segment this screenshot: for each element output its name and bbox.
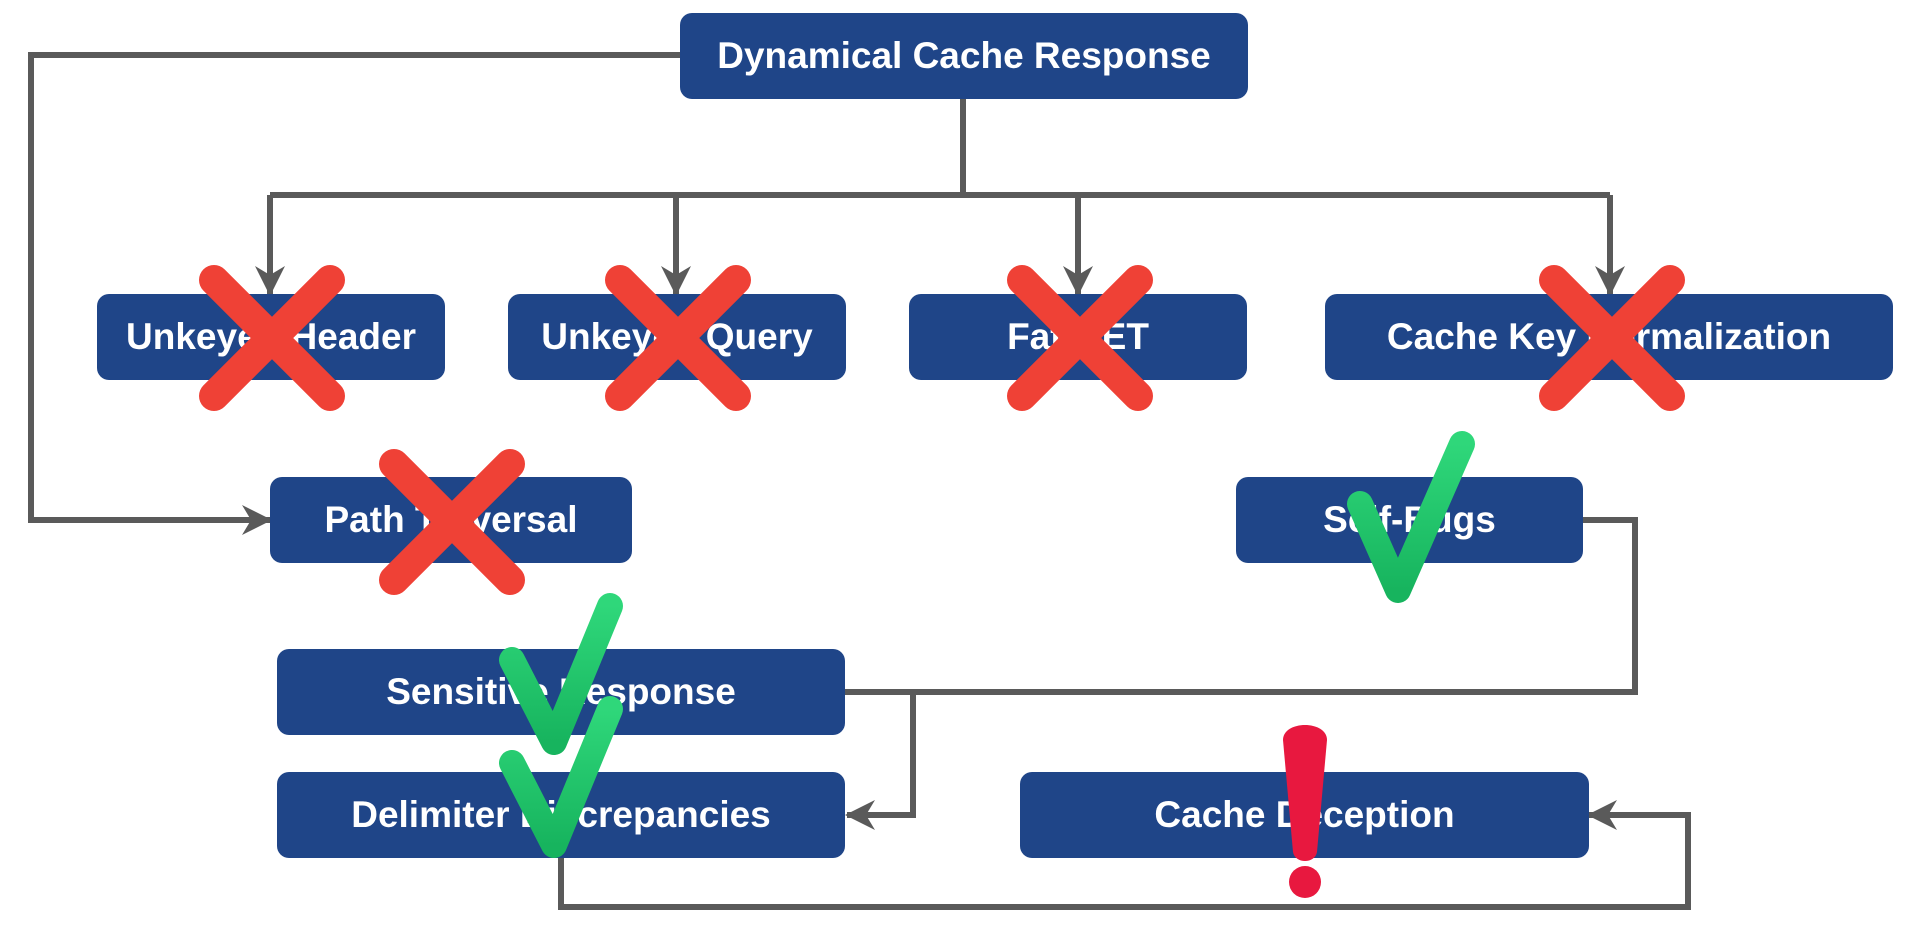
connector-self-bugs-loop: [845, 517, 1638, 695]
node-cache-key-normalization[interactable]: Cache Key Normalization: [1325, 294, 1893, 380]
node-label: Sensitive Response: [386, 671, 736, 712]
node-delimiter-discrepancies[interactable]: Delimiter Discrepancies: [277, 772, 845, 858]
node-cache-deception[interactable]: Cache Deception: [1020, 772, 1589, 858]
node-sensitive-response[interactable]: Sensitive Response: [277, 649, 845, 735]
node-label: Unkeyed Header: [126, 316, 416, 357]
node-path-traversal[interactable]: Path Traversal: [270, 477, 632, 563]
node-label: Delimiter Discrepancies: [351, 794, 771, 835]
node-label: Dynamical Cache Response: [717, 35, 1211, 76]
node-label: Self-Bugs: [1323, 499, 1496, 540]
connector-root-to-path-traversal: [28, 52, 680, 535]
node-label: Unkeyed Query: [541, 316, 813, 357]
node-self-bugs[interactable]: Self-Bugs: [1236, 477, 1583, 563]
node-unkeyed-header[interactable]: Unkeyed Header: [97, 294, 445, 380]
node-label: Path Traversal: [324, 499, 578, 540]
node-label: Cache Deception: [1154, 794, 1455, 835]
connector-sensitive-to-delimiter: [845, 692, 916, 830]
connector-delimiter-to-cache-deception: [558, 800, 1691, 910]
node-fat-get[interactable]: Fat GET: [909, 294, 1247, 380]
node-label: Fat GET: [1007, 316, 1149, 357]
node-unkeyed-query[interactable]: Unkeyed Query: [508, 294, 846, 380]
node-dynamical-cache-response[interactable]: Dynamical Cache Response: [680, 13, 1248, 99]
node-label: Cache Key Normalization: [1386, 316, 1832, 357]
